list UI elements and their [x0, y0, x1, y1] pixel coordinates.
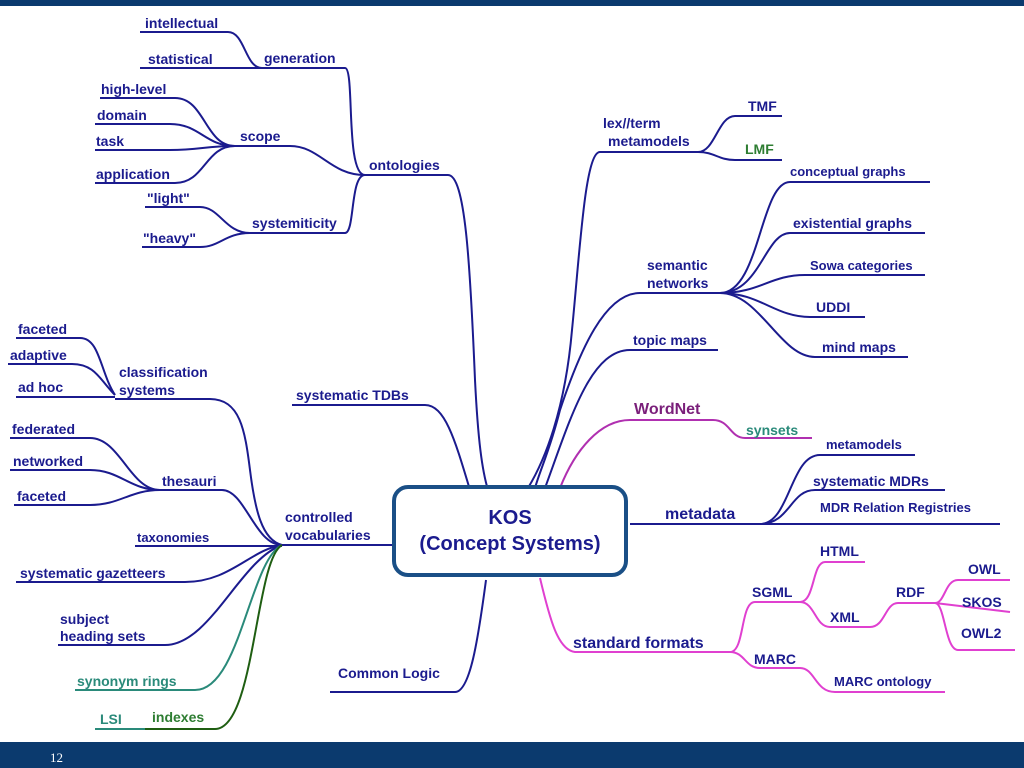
node-taxonomies: taxonomies: [137, 530, 209, 545]
node-application: application: [96, 166, 170, 182]
node-conceptual-graphs: conceptual graphs: [790, 164, 906, 179]
node-marc: MARC: [754, 651, 796, 667]
node-mdr-relation: MDR Relation Registries: [820, 500, 971, 515]
node-sowa-categories: Sowa categories: [810, 258, 913, 273]
node-rdf: RDF: [896, 584, 925, 600]
node-skos: SKOS: [962, 594, 1002, 610]
node-lexterm-2: metamodels: [608, 133, 690, 149]
node-domain: domain: [97, 107, 147, 123]
node-systemiticity: systemiticity: [252, 215, 337, 231]
node-marc-ontology: MARC ontology: [834, 674, 932, 689]
node-heavy: "heavy": [143, 230, 196, 246]
connector-lines-right: [527, 115, 1015, 693]
top-bar: [0, 0, 1024, 6]
node-scope: scope: [240, 128, 281, 144]
node-intellectual: intellectual: [145, 15, 218, 31]
node-subject-2: heading sets: [60, 628, 146, 644]
node-metadata: metadata: [665, 506, 735, 523]
node-statistical: statistical: [148, 51, 213, 67]
node-common-logic: Common Logic: [338, 665, 440, 681]
node-standard-formats: standard formats: [573, 635, 704, 652]
node-task: task: [96, 133, 124, 149]
node-systematic-gazetteers: systematic gazetteers: [20, 565, 166, 581]
connector-lines: [8, 31, 489, 730]
node-controlled-2: vocabularies: [285, 527, 371, 543]
node-owl: OWL: [968, 561, 1001, 577]
node-mind-maps: mind maps: [822, 339, 896, 355]
node-generation: generation: [264, 50, 336, 66]
node-ontologies: ontologies: [369, 157, 440, 173]
central-node-subtitle: (Concept Systems): [419, 533, 601, 555]
node-systematic-mdrs: systematic MDRs: [813, 473, 929, 489]
node-synsets: synsets: [746, 422, 798, 438]
central-node-title: KOS: [488, 507, 532, 529]
node-owl2: OWL2: [961, 625, 1002, 641]
node-html: HTML: [820, 543, 859, 559]
node-wordnet: WordNet: [634, 401, 701, 418]
node-tmf: TMF: [748, 98, 777, 114]
node-federated: federated: [12, 421, 75, 437]
node-faceted-1: faceted: [18, 321, 67, 337]
node-adaptive: adaptive: [10, 347, 67, 363]
node-existential-graphs: existential graphs: [793, 215, 912, 231]
page-number: 12: [50, 750, 63, 765]
node-subject-1: subject: [60, 611, 109, 627]
node-metamodels: metamodels: [826, 437, 902, 452]
node-controlled-1: controlled: [285, 509, 353, 525]
node-lmf: LMF: [745, 141, 774, 157]
node-faceted-2: faceted: [17, 488, 66, 504]
node-sgml: SGML: [752, 584, 793, 600]
node-classification-2: systems: [119, 382, 175, 398]
central-node: KOS (Concept Systems): [392, 485, 628, 577]
node-high-level: high-level: [101, 81, 166, 97]
node-synonym-rings: synonym rings: [77, 673, 177, 689]
node-ad-hoc: ad hoc: [18, 379, 63, 395]
node-lsi: LSI: [100, 711, 122, 727]
node-uddi: UDDI: [816, 299, 850, 315]
node-topic-maps: topic maps: [633, 332, 707, 348]
node-xml: XML: [830, 609, 860, 625]
node-networked: networked: [13, 453, 83, 469]
mind-map: intellectual statistical generation high…: [8, 15, 1015, 730]
node-thesauri: thesauri: [162, 473, 216, 489]
node-systematic-tdbs: systematic TDBs: [296, 387, 409, 403]
node-semantic-2: networks: [647, 275, 709, 291]
node-lexterm-1: lex//term: [603, 115, 661, 131]
footer-bar: [0, 742, 1024, 768]
node-light: "light": [147, 190, 190, 206]
node-indexes: indexes: [152, 709, 204, 725]
node-classification-1: classification: [119, 364, 208, 380]
node-semantic-1: semantic: [647, 257, 708, 273]
